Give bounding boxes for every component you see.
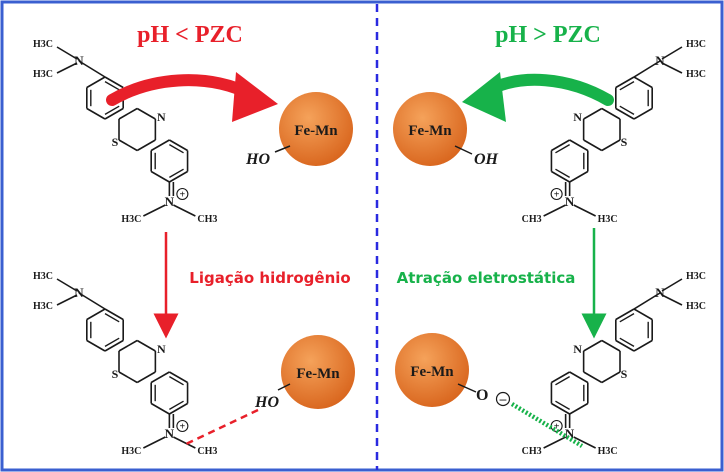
hydroxyl-group-bottom: HO <box>254 394 279 411</box>
green-curved-arrow-head <box>462 72 506 122</box>
methylene-blue-bottom-right: N S N H3C H3C N + H3C CH3 <box>522 271 706 457</box>
positive-charge-sign: + <box>554 190 560 201</box>
amino-nitrogen-label: N <box>74 53 84 68</box>
electrostatic-dotted-line <box>510 402 584 448</box>
iminium-methyl-left-label: H3C <box>598 214 618 225</box>
fe-mn-particle-top-left: Fe-Mn <box>279 92 353 166</box>
hydroxyl-group-right: OH <box>474 151 499 168</box>
hydroxyl-group-left: HO <box>245 151 270 168</box>
positive-charge-sign: + <box>554 422 560 433</box>
negative-charge-sign: − <box>498 394 507 407</box>
amino-nitrogen-label: N <box>74 285 84 300</box>
fe-mn-label: Fe-Mn <box>408 123 452 139</box>
oxide-group: O <box>476 387 488 404</box>
ring-nitrogen-label: N <box>573 342 582 356</box>
positive-charge-circle <box>550 187 563 201</box>
iminium-nitrogen-label: N <box>165 426 175 441</box>
iminium-methyl-right-label: CH3 <box>522 446 542 457</box>
negative-charge-circle <box>495 391 511 407</box>
ring-sulfur-label: S <box>112 135 119 149</box>
ring-nitrogen-label: N <box>573 110 582 124</box>
iminium-methyl-left-label: H3C <box>598 446 618 457</box>
amino-methyl-bottom-label: H3C <box>686 301 706 312</box>
amino-methyl-bottom-label: H3C <box>33 301 53 312</box>
amino-nitrogen-label: N <box>655 285 665 300</box>
methylene-blue-top-left: N S N H3C H3C N + H3C CH3 <box>33 39 217 225</box>
amino-methyl-top-label: H3C <box>686 39 706 50</box>
fe-mn-label: Fe-Mn <box>296 366 340 382</box>
hydrogen-bond-label: Ligação hidrogênio <box>189 269 350 287</box>
positive-charge-circle <box>176 187 189 201</box>
ring-sulfur-label: S <box>112 367 119 381</box>
amino-methyl-top-label: H3C <box>686 271 706 282</box>
iminium-methyl-right-label: CH3 <box>522 214 542 225</box>
iminium-methyl-left-label: H3C <box>121 446 141 457</box>
amino-methyl-bottom-label: H3C <box>33 69 53 80</box>
left-panel-title: pH < PZC <box>137 22 243 48</box>
red-curved-arrow-head <box>232 72 278 122</box>
iminium-methyl-right-label: CH3 <box>197 446 217 457</box>
electrostatic-attraction-label: Atração eletrostática <box>397 269 576 287</box>
fe-mn-label: Fe-Mn <box>410 364 454 380</box>
positive-charge-sign: + <box>180 422 186 433</box>
hydrogen-bond-dashed-line <box>185 408 259 446</box>
ring-nitrogen-label: N <box>157 110 166 124</box>
fe-mn-particle-bottom-left: Fe-Mn <box>281 335 355 409</box>
ring-nitrogen-label: N <box>157 342 166 356</box>
fe-mn-particle-bottom-right: Fe-Mn <box>395 333 469 407</box>
ring-sulfur-label: S <box>621 135 628 149</box>
iminium-nitrogen-label: N <box>565 194 575 209</box>
positive-charge-circle <box>176 419 189 433</box>
methylene-blue-bottom-left: N S N H3C H3C N + H3C CH3 <box>33 271 217 457</box>
amino-methyl-bottom-label: H3C <box>686 69 706 80</box>
methylene-blue-top-right: N S N H3C H3C N + H3C CH3 <box>522 39 706 225</box>
amino-methyl-top-label: H3C <box>33 39 53 50</box>
iminium-methyl-right-label: CH3 <box>197 214 217 225</box>
iminium-methyl-left-label: H3C <box>121 214 141 225</box>
red-curved-arrow-shaft <box>106 74 256 106</box>
positive-charge-sign: + <box>180 190 186 201</box>
ring-sulfur-label: S <box>621 367 628 381</box>
iminium-nitrogen-label: N <box>165 194 175 209</box>
amino-methyl-top-label: H3C <box>33 271 53 282</box>
fe-mn-particle-top-right: Fe-Mn <box>393 92 467 166</box>
iminium-nitrogen-label: N <box>565 426 575 441</box>
fe-mn-label: Fe-Mn <box>294 123 338 139</box>
amino-nitrogen-label: N <box>655 53 665 68</box>
right-panel-title: pH > PZC <box>495 22 601 48</box>
